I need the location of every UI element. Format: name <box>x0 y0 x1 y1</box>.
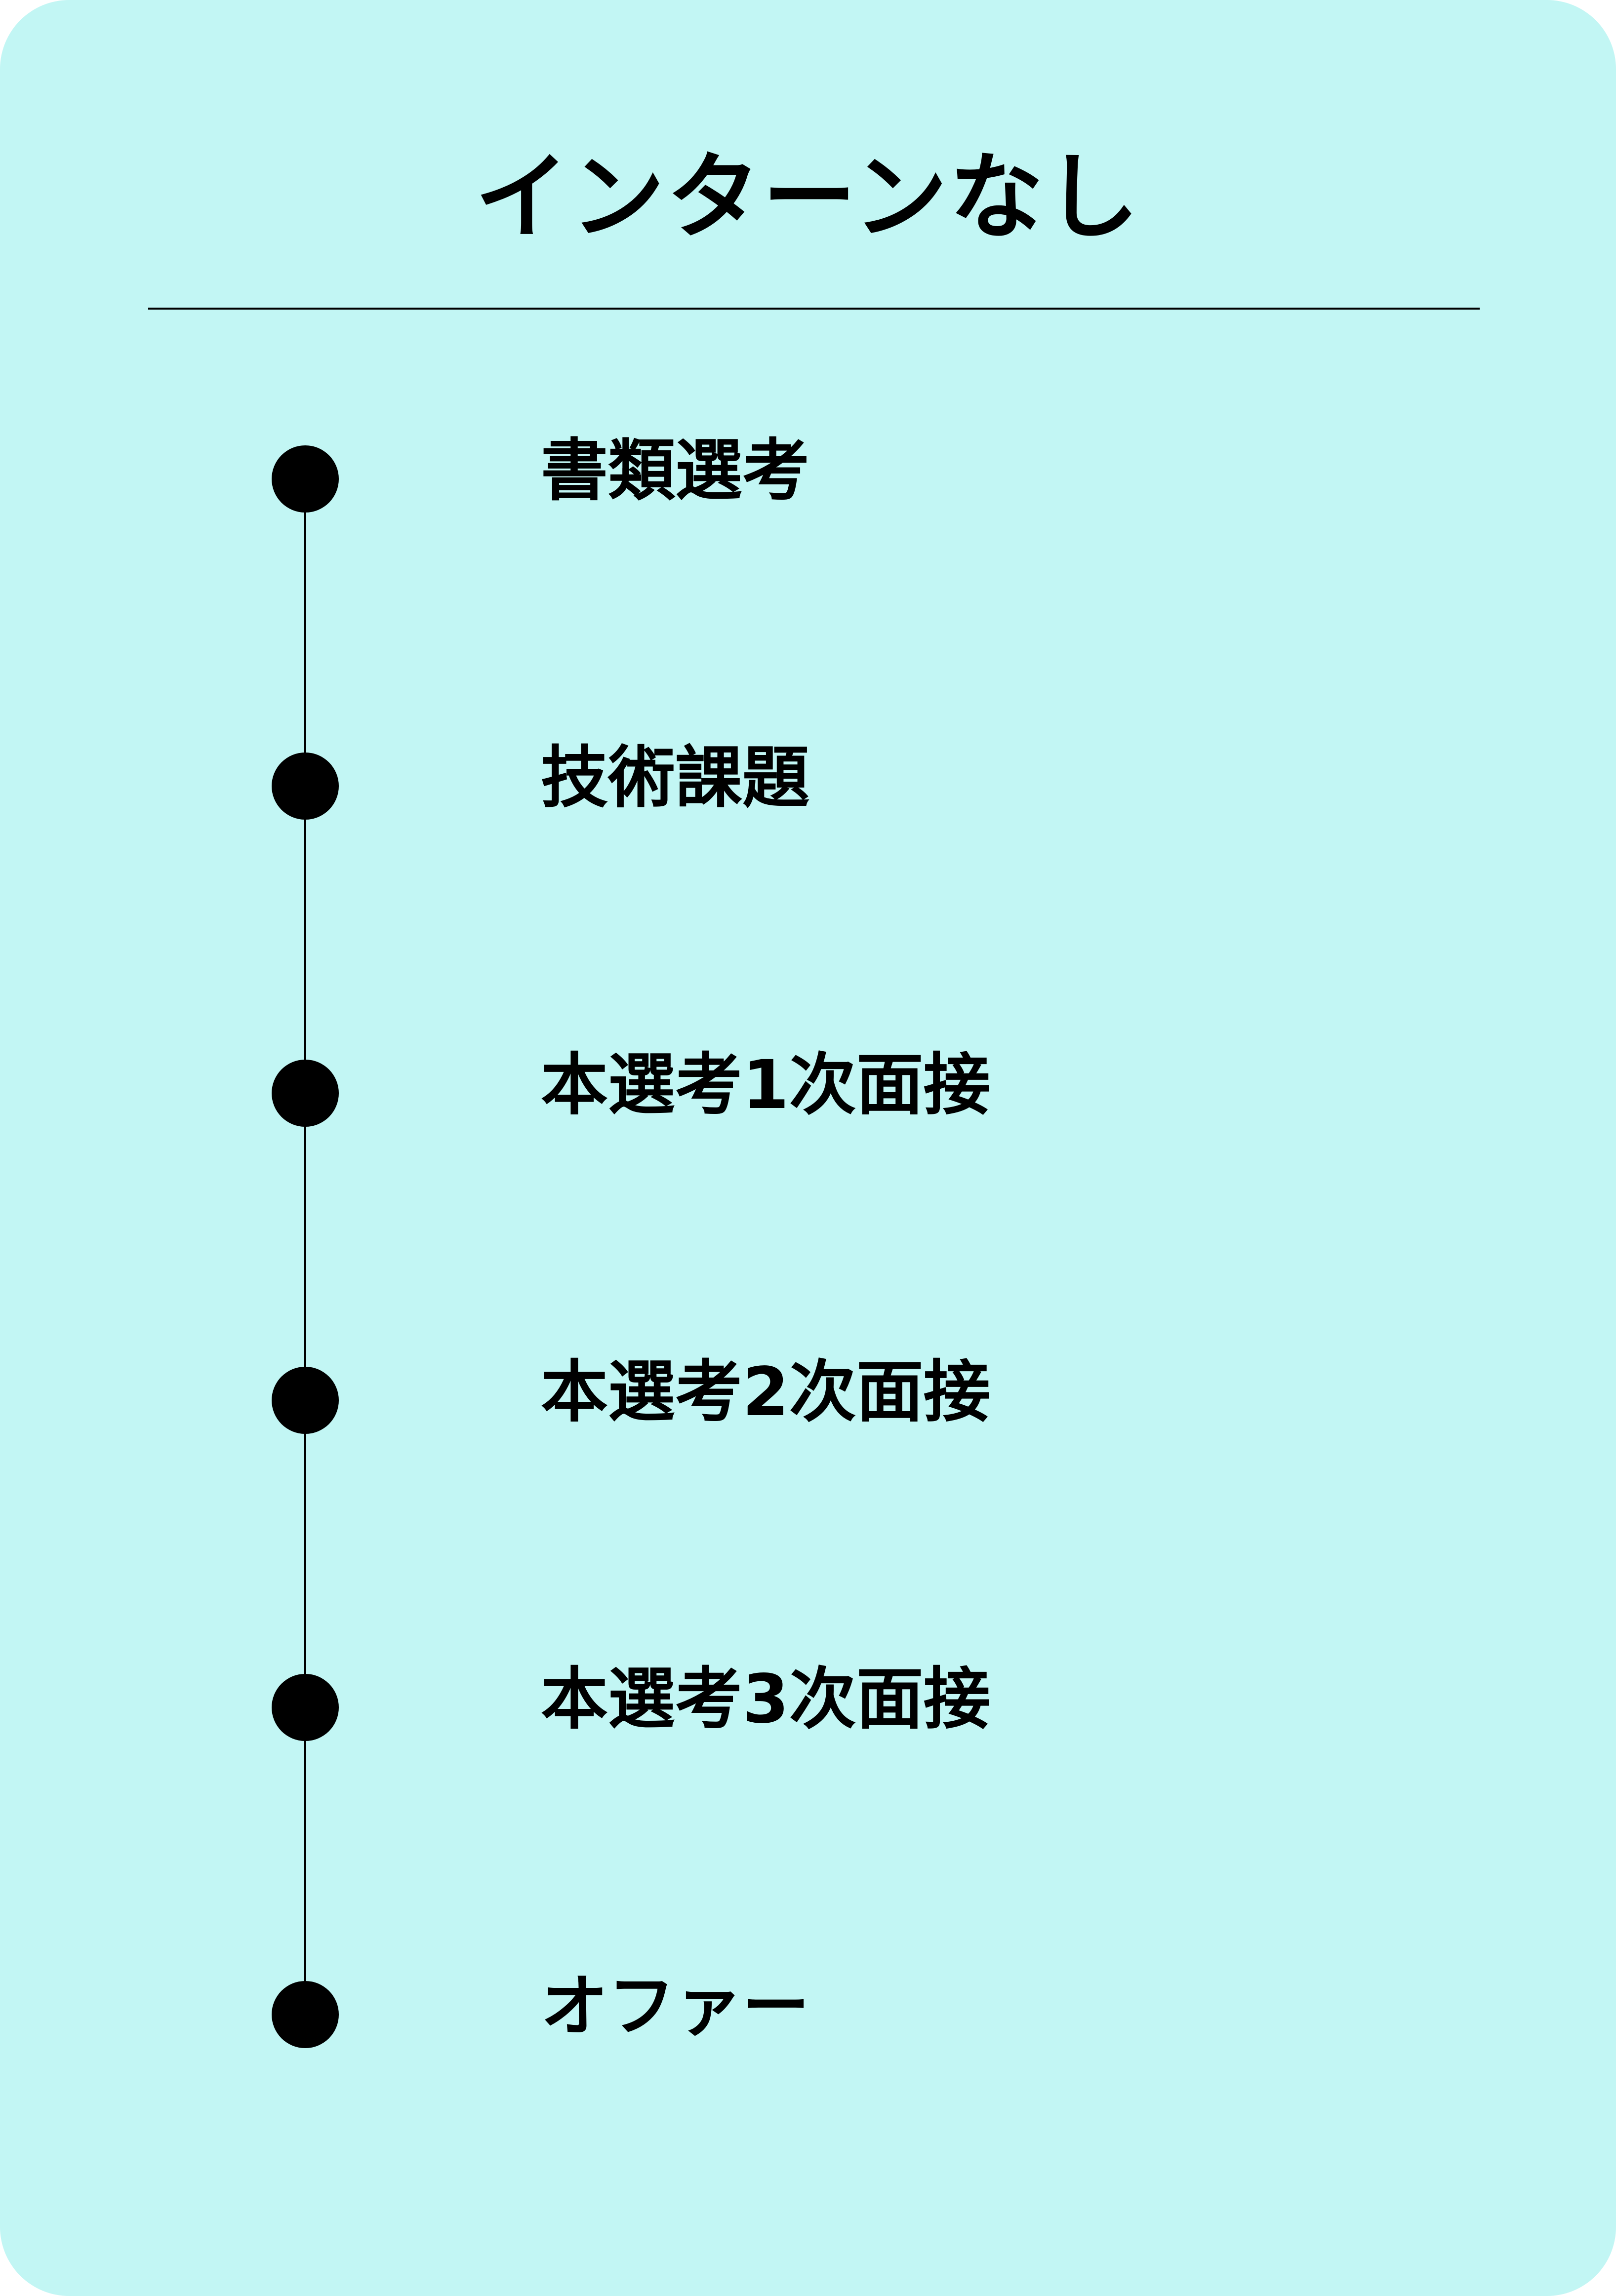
timeline-dot <box>272 1060 339 1127</box>
timeline-dot <box>272 1981 339 2048</box>
step-label: オファー <box>541 1968 809 2046</box>
timeline-step: オファー <box>0 1968 1616 2050</box>
timeline-dot <box>272 1367 339 1434</box>
step-label: 書類選考 <box>541 432 809 510</box>
timeline-dot <box>272 752 339 820</box>
timeline-step: 書類選考 <box>0 432 1616 515</box>
step-label: 本選考2次面接 <box>541 1353 991 1431</box>
timeline-line <box>304 479 306 2015</box>
timeline-dot <box>272 445 339 513</box>
card-title: インターンなし <box>475 143 1141 252</box>
timeline-dot <box>272 1674 339 1741</box>
step-label: 技術課題 <box>541 739 809 817</box>
step-label: 本選考1次面接 <box>541 1046 991 1124</box>
timeline-step: 本選考3次面接 <box>0 1661 1616 1743</box>
timeline-step: 本選考2次面接 <box>0 1353 1616 1436</box>
step-label: 本選考3次面接 <box>541 1661 991 1739</box>
timeline-step: 本選考1次面接 <box>0 1046 1616 1129</box>
timeline-step: 技術課題 <box>0 739 1616 822</box>
title-divider <box>148 308 1480 310</box>
